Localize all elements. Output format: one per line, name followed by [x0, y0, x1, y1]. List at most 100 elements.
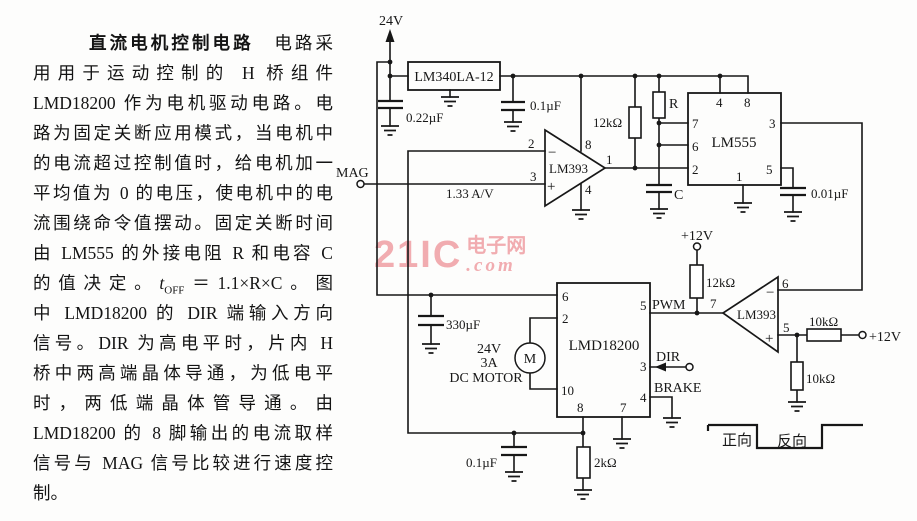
label-12v-a: +12V	[681, 229, 713, 244]
paragraph-line: LMD18200 作为电机驱动电路。电	[33, 93, 333, 113]
watermark: 21IC 电子网 .com	[374, 236, 526, 275]
timer-pin1: 1	[736, 169, 743, 184]
label-wave-reverse: 反向	[777, 433, 807, 450]
line-text: 的值决定。	[33, 273, 160, 293]
comparator1-pin2: 2	[528, 136, 535, 151]
label-gain: 1.33 A/V	[446, 186, 494, 201]
driver-pin2: 2	[562, 311, 569, 326]
paragraph-line: 桥中两高端晶体导通，为低电平	[33, 363, 333, 383]
motor-letter: M	[524, 352, 537, 367]
dir-terminal	[685, 362, 694, 372]
label-cap-01uf-bottom: 0.1µF	[466, 455, 497, 470]
label-driver: LMD18200	[569, 338, 640, 354]
resistor-R	[652, 91, 666, 119]
resistor-2k	[576, 446, 591, 479]
comparator1-pin1: 1	[606, 152, 613, 167]
paragraph-line: 直流电机控制电路 电路采	[33, 28, 333, 58]
line-text: ＝1.1×R×C。图	[184, 273, 333, 293]
label-12v-b: +12V	[869, 330, 901, 345]
label-12k-pullup1: 12kΩ	[593, 115, 622, 130]
paragraph-line: 的电流超过控制值时，给电机加一	[33, 153, 333, 173]
direction-waveform	[706, 423, 863, 450]
comparator1-inverting-sign: −	[548, 145, 556, 161]
timer-pin7: 7	[692, 116, 699, 131]
comparator2-noninverting-sign: +	[765, 331, 773, 347]
comparator1-pin4: 4	[585, 182, 592, 197]
driver-box	[556, 282, 651, 418]
label-brake: BRAKE	[654, 381, 701, 396]
paragraph-line: 流围绕命令值摆动。固定关断时间	[33, 213, 333, 233]
paragraph-line: 用用于运动控制的 H 桥组件	[33, 63, 333, 83]
paragraph-line: 中 LMD18200 的 DIR 端输入方向	[33, 303, 333, 323]
v12-terminal-a	[692, 242, 702, 251]
watermark-com: .com	[466, 255, 516, 276]
resistor-10k-vertical	[790, 361, 804, 391]
paragraph-line: 路为固定关断应用模式，当电机中	[33, 123, 333, 143]
formula-t: t	[159, 273, 165, 293]
motor-current: 3A	[480, 356, 498, 371]
comparator1-noninverting-sign: +	[547, 179, 555, 195]
dir-arrow-icon	[655, 362, 666, 372]
resistor-10k-horizontal	[806, 328, 842, 342]
label-wave-forward: 正向	[722, 432, 752, 449]
label-cap-001uf: 0.01µF	[811, 186, 848, 201]
terminals	[356, 29, 867, 372]
timer-pin8: 8	[744, 95, 751, 110]
description-text: 直流电机控制电路 电路采 用用于运动控制的 H 桥组件 LMD18200 作为电…	[33, 28, 333, 508]
label-supply-24v: 24V	[379, 14, 403, 29]
label-regulator: LM340LA-12	[414, 70, 493, 85]
label-dir: DIR	[656, 350, 681, 365]
label-cap-01uf-top: 0.1µF	[530, 98, 561, 113]
label-10k-horizontal: 10kΩ	[809, 314, 838, 329]
resistor-12k-pullup2	[689, 264, 704, 299]
label-mag-input: MAG	[336, 166, 369, 181]
paragraph-line: 信号与 MAG 信号比较进行速度控	[33, 453, 333, 473]
watermark-brand: 21IC	[374, 234, 463, 276]
driver-pin4: 4	[640, 390, 647, 405]
timer-pin2: 2	[692, 162, 699, 177]
v12-terminal-b	[858, 330, 867, 340]
watermark-cn: 电子网	[466, 235, 527, 257]
timer-pin5: 5	[766, 162, 773, 177]
driver-pin7: 7	[620, 400, 627, 415]
paragraph-line: 时，两低端晶体管导通。由	[33, 393, 333, 413]
label-12k-pullup2: 12kΩ	[706, 275, 735, 290]
capacitor-plates	[378, 99, 806, 457]
paragraph-line-formula: 的值决定。tOFF＝1.1×R×C。图	[33, 268, 333, 298]
paragraph-line: LMD18200 的 8 脚输出的电流取样	[33, 423, 333, 443]
comparator2-inverting-sign: −	[766, 285, 774, 301]
driver-pin3: 3	[640, 359, 647, 374]
motor-symbol	[514, 342, 546, 374]
label-cap-330uf: 330µF	[446, 317, 480, 332]
circuit-wires	[363, 39, 863, 491]
paragraph-title: 直流电机控制电路	[89, 33, 254, 53]
paragraph-line: 制。	[33, 483, 68, 503]
line-text: 电路采	[253, 33, 333, 53]
driver-pin8: 8	[577, 400, 584, 415]
label-pwm: PWM	[652, 298, 686, 313]
driver-pin10: 10	[561, 383, 574, 398]
paragraph-line: 平均值为 0 的电压，使电机中的电	[33, 183, 333, 203]
label-comparator2: LM393	[737, 307, 776, 322]
resistor-12k-pullup1	[628, 106, 642, 139]
circuit-labels: 24V LM340LA-12 0.22µF 0.1µF MAG 1.33 A/V…	[336, 14, 901, 470]
comparator1-symbol	[544, 128, 607, 208]
paragraph-line: 由 LM555 的外接电阻 R 和电容 C	[33, 243, 333, 263]
label-10k-vertical: 10kΩ	[806, 371, 835, 386]
label-timer: LM555	[712, 135, 757, 151]
watermark-suffix: 电子网 .com	[466, 236, 526, 275]
comparator1-pin8: 8	[585, 137, 592, 152]
timer-pin3: 3	[769, 116, 776, 131]
timer-pin4: 4	[716, 95, 723, 110]
label-resistor-R: R	[669, 97, 679, 112]
motor-voltage: 24V	[477, 342, 501, 357]
comparator2-pin5: 5	[783, 320, 790, 335]
label-2k: 2kΩ	[594, 455, 617, 470]
timer-pin6: 6	[692, 139, 699, 154]
motor-name: DC MOTOR	[449, 371, 523, 386]
comparator2-pin7: 7	[710, 296, 717, 311]
label-capacitor-C: C	[674, 188, 683, 203]
paragraph-line: 信号。DIR 为高电平时，片内 H	[33, 333, 333, 353]
label-comparator1: LM393	[549, 161, 588, 176]
